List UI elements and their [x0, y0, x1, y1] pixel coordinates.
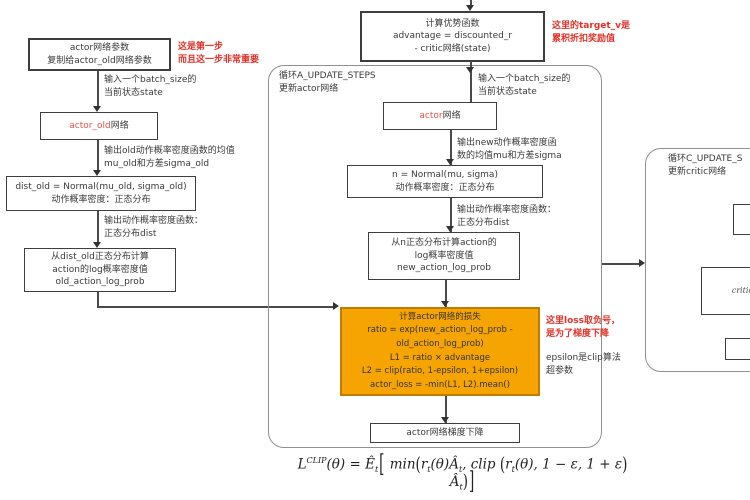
edge-line	[450, 198, 452, 232]
init-params-box: actor网络参数 复制给actor_old网络参数	[28, 38, 171, 71]
actor-update-loop-container	[268, 65, 602, 448]
arrow-down-icon	[446, 226, 454, 232]
critic-loop-label: 循环C_UPDATE_S 更新critic网络	[668, 154, 743, 177]
target-v-note: 这里的target_v是 累积折扣奖励值	[552, 21, 631, 44]
first-step-note: 这是第一步 而且这一步非常重要	[178, 42, 260, 65]
critic-loss-fragment: critic_lo	[731, 285, 750, 295]
arrow-down-icon	[441, 417, 449, 423]
edge-line	[97, 71, 99, 107]
arrow-down-icon	[93, 106, 101, 112]
arrow-down-icon	[93, 242, 101, 248]
loss-sign-note: 这里loss取负号， 是为了梯度下降	[546, 316, 620, 339]
edge-label-dist-new: 输出动作概率密度函数： 正态分布dist	[457, 205, 557, 228]
dist-old-box: dist_old = Normal(mu_old, sigma_old) 动作概…	[6, 176, 196, 211]
edge-line	[450, 130, 452, 165]
actor-loss-box: 计算actor网络的损失 ratio = exp(new_action_log_…	[340, 307, 540, 396]
edge-line	[470, 61, 472, 102]
edge-label-new-output: 输出new动作概率密度函 数的均值mu和方差sigma	[457, 138, 562, 161]
edge-line	[97, 292, 99, 307]
clip-objective-formula: LCLIP(θ) = Êt[ min(rt(θ)Ât, clip (rt(θ),…	[297, 450, 628, 497]
arrow-right-icon	[333, 302, 339, 310]
actor-grad-descent-box: actor网络梯度下降	[370, 423, 520, 443]
edge-line	[445, 396, 447, 423]
arrow-down-icon	[466, 67, 474, 73]
edge-line	[445, 280, 447, 307]
actor-token: actor	[419, 110, 443, 121]
critic-network-box	[733, 204, 750, 235]
critic-update-loop-container	[645, 148, 750, 372]
actor-old-token: actor_old	[69, 120, 111, 131]
actor-loop-label: 循环A_UPDATE_STEPS 更新actor网络	[279, 71, 376, 94]
edge-line	[97, 211, 99, 243]
critic-grad-box	[725, 338, 750, 360]
edge-line	[97, 306, 334, 308]
edge-label-dist-old: 输出动作概率密度函数： 正态分布dist	[104, 216, 204, 239]
edge-label-input-state-actor: 输入一个batch_size的 当前状态state	[478, 74, 571, 97]
edge-label-input-state: 输入一个batch_size的 当前状态state	[104, 75, 197, 98]
arrow-down-icon	[441, 301, 449, 307]
epsilon-note: epsilon是clip算法 超参数	[546, 353, 621, 376]
arrow-down-icon	[446, 159, 454, 165]
critic-loss-box: critic_lo	[701, 267, 750, 315]
edge-label-old-output: 输出old动作概率密度函数的均值 mu_old和方差sigma_old	[104, 146, 235, 169]
normal-dist-box: n = Normal(mu, sigma) 动作概率密度：正态分布	[347, 165, 543, 198]
edge-line	[602, 263, 640, 265]
advantage-box: 计算优势函数 advantage = discounted_r - critic…	[360, 11, 545, 62]
arrow-right-icon	[639, 259, 645, 267]
edge-line	[470, 0, 472, 6]
actor-rest: 网络	[442, 110, 461, 121]
new-log-prob-box: 从n正态分布计算action的 log概率密度值 new_action_log_…	[368, 232, 520, 280]
old-log-prob-box: 从dist_old正态分布计算 action的log概率密度值 old_acti…	[24, 248, 176, 292]
arrow-down-icon	[466, 5, 474, 11]
arrow-down-icon	[93, 170, 101, 176]
actor-old-rest: 网络	[110, 120, 129, 131]
edge-line	[97, 140, 99, 171]
